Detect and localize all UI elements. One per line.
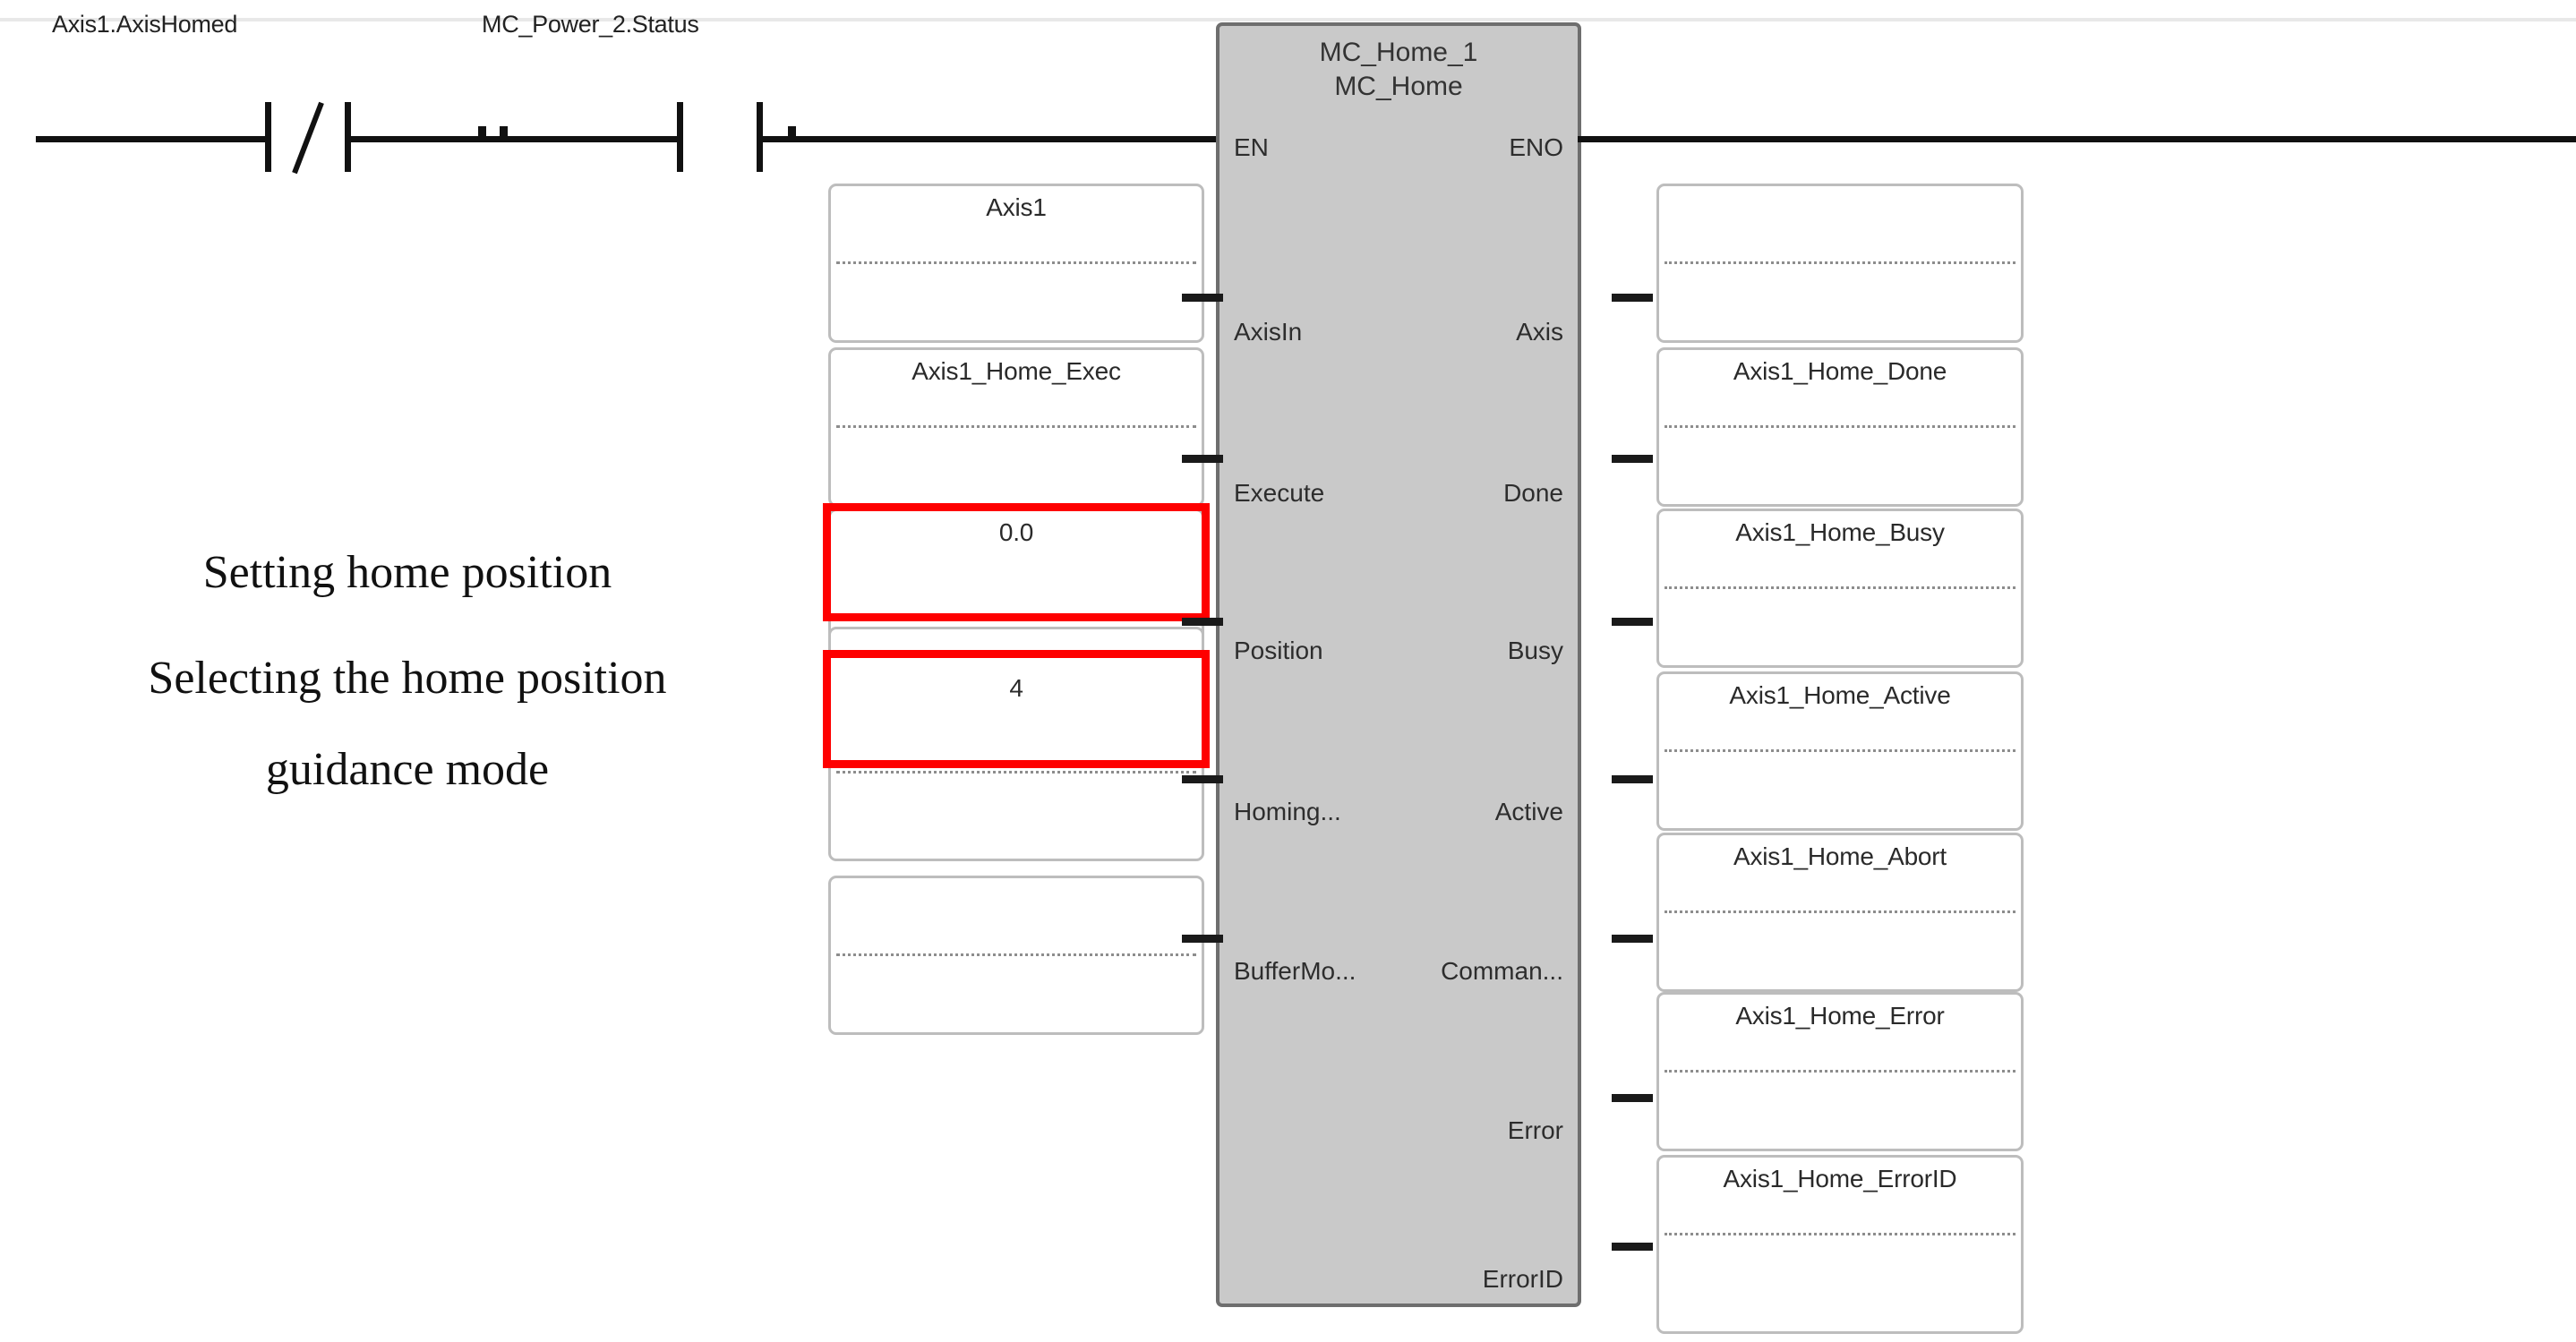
box-divider (1665, 425, 2015, 428)
pin-stub-busy (1612, 618, 1653, 626)
pin-en: EN (1234, 133, 1269, 161)
output-value-errorid: Axis1_Home_ErrorID (1723, 1165, 1957, 1192)
annotation-selecting-home-position-mode-line1: Selecting the home position (148, 653, 667, 704)
pin-errorid: ErrorID (1482, 1265, 1563, 1293)
pin-stub-homingmode (1182, 775, 1223, 783)
rung-tick-c (788, 126, 796, 136)
function-block-type-name: MC_Home (1334, 72, 1463, 101)
rung-wire-left (36, 136, 267, 142)
output-box-errorid[interactable]: Axis1_Home_ErrorID (1656, 1155, 2024, 1334)
pin-stub-buffermode (1182, 935, 1223, 943)
pin-stub-done (1612, 455, 1653, 463)
box-divider (1665, 1070, 2015, 1073)
pin-buffermode: BufferMo... (1234, 957, 1356, 985)
pin-stub-axis-out (1612, 294, 1653, 302)
output-value-done: Axis1_Home_Done (1733, 357, 1947, 385)
pin-execute: Execute (1234, 479, 1325, 507)
pin-stub-errorid (1612, 1243, 1653, 1251)
contact-label-mc-power-2-status: MC_Power_2.Status (482, 11, 699, 38)
pin-commandaborted: Comman... (1441, 957, 1563, 985)
pin-stub-axisin (1182, 294, 1223, 302)
contact-normally-open-mc-power-2-status[interactable] (677, 102, 763, 172)
pin-busy: Busy (1507, 637, 1563, 664)
box-divider (1665, 261, 2015, 264)
pin-eno: ENO (1509, 133, 1563, 161)
output-value-busy: Axis1_Home_Busy (1735, 518, 1945, 546)
rung-tick-b (500, 126, 508, 136)
output-box-error[interactable]: Axis1_Home_Error (1656, 992, 2024, 1151)
function-block-instance-name: MC_Home_1 (1319, 38, 1478, 67)
output-box-commandaborted[interactable]: Axis1_Home_Abort (1656, 833, 2024, 992)
output-value-error: Axis1_Home_Error (1735, 1002, 1945, 1030)
output-value-commandaborted: Axis1_Home_Abort (1733, 842, 1947, 870)
contact-label-axis1-axishomed: Axis1.AxisHomed (52, 11, 238, 38)
pin-active: Active (1494, 798, 1563, 825)
rung-wire-to-en (761, 136, 1220, 142)
output-box-axis[interactable] (1656, 184, 2024, 343)
contact-bar-right (757, 102, 763, 172)
contact-bar-left (265, 102, 271, 172)
pin-homing: Homing... (1234, 798, 1341, 825)
box-divider (836, 771, 1196, 774)
pin-stub-commandaborted (1612, 935, 1653, 943)
contact-slash-icon (292, 101, 324, 175)
box-divider (1665, 749, 2015, 752)
contact-bar-right (345, 102, 351, 172)
input-box-axisin[interactable]: Axis1 (828, 184, 1204, 343)
output-box-done[interactable]: Axis1_Home_Done (1656, 347, 2024, 507)
input-value-execute: Axis1_Home_Exec (911, 357, 1121, 385)
annotation-selecting-home-position-mode-line2: guidance mode (265, 744, 550, 795)
input-box-homingmode[interactable]: 4 (828, 627, 1204, 861)
box-divider (836, 261, 1196, 264)
pin-stub-active (1612, 775, 1653, 783)
output-box-active[interactable]: Axis1_Home_Active (1656, 671, 2024, 831)
pin-stub-error (1612, 1094, 1653, 1102)
function-block-mc-home[interactable]: MC_Home_1 MC_Home EN ENO AxisIn Execute … (1216, 22, 1581, 1307)
box-divider (836, 615, 1196, 618)
input-value-axisin: Axis1 (986, 193, 1047, 221)
rung-wire-middle (349, 136, 680, 142)
input-value-position: 0.0 (998, 518, 1034, 546)
box-divider (1665, 910, 2015, 913)
output-value-active: Axis1_Home_Active (1729, 681, 1951, 709)
eno-output-wire (1578, 136, 2576, 142)
input-box-execute[interactable]: Axis1_Home_Exec (828, 347, 1204, 507)
pin-stub-execute (1182, 455, 1223, 463)
box-divider (836, 953, 1196, 956)
annotation-setting-home-position: Setting home position (202, 547, 612, 598)
contact-normally-closed-axis1-axishomed[interactable] (265, 101, 351, 175)
pin-axis: Axis (1516, 318, 1563, 346)
input-box-buffermode[interactable] (828, 876, 1204, 1035)
box-divider (836, 425, 1196, 428)
pin-stub-position (1182, 618, 1223, 626)
contact-bar-left (677, 102, 683, 172)
rung-tick-a (478, 126, 486, 136)
pin-error: Error (1507, 1116, 1563, 1144)
output-box-busy[interactable]: Axis1_Home_Busy (1656, 509, 2024, 668)
pin-position: Position (1234, 637, 1323, 664)
input-value-homingmode: 4 (1009, 674, 1023, 702)
box-divider (1665, 1233, 2015, 1235)
top-divider (0, 18, 2576, 21)
pin-done: Done (1503, 479, 1563, 507)
pin-axisin: AxisIn (1234, 318, 1303, 346)
box-divider (1665, 586, 2015, 589)
